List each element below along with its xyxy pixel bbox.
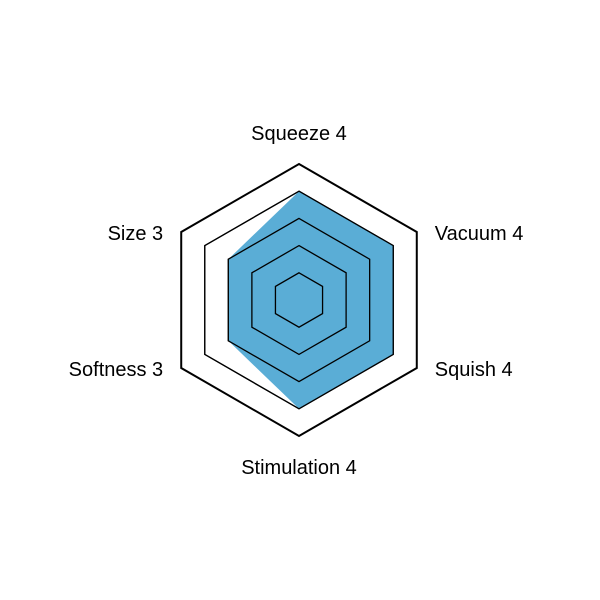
grid-ring-5: [180, 162, 418, 438]
radar-series: [204, 190, 394, 410]
grid-ring-overlay-4: [204, 190, 394, 410]
grid-ring-overlay-3: [227, 217, 371, 383]
axis-labels: Squeeze 4 Vacuum 4 Squish 4 Stimulation 4 So…: [69, 123, 524, 479]
axis-label-softness: Softness 3: [69, 359, 164, 381]
axis-label-squish: Squish 4: [435, 359, 513, 381]
axis-label-squeeze: Squeeze 4: [251, 123, 347, 145]
axis-label-vacuum: Vacuum 4: [435, 223, 524, 245]
grid-ring-overlay-2: [251, 244, 347, 356]
series-area: [228, 191, 394, 409]
axis-label-stimulation: Stimulation 4: [241, 457, 357, 479]
grid-ring-overlay-1: [274, 272, 324, 328]
axis-label-size: Size 3: [108, 223, 164, 245]
